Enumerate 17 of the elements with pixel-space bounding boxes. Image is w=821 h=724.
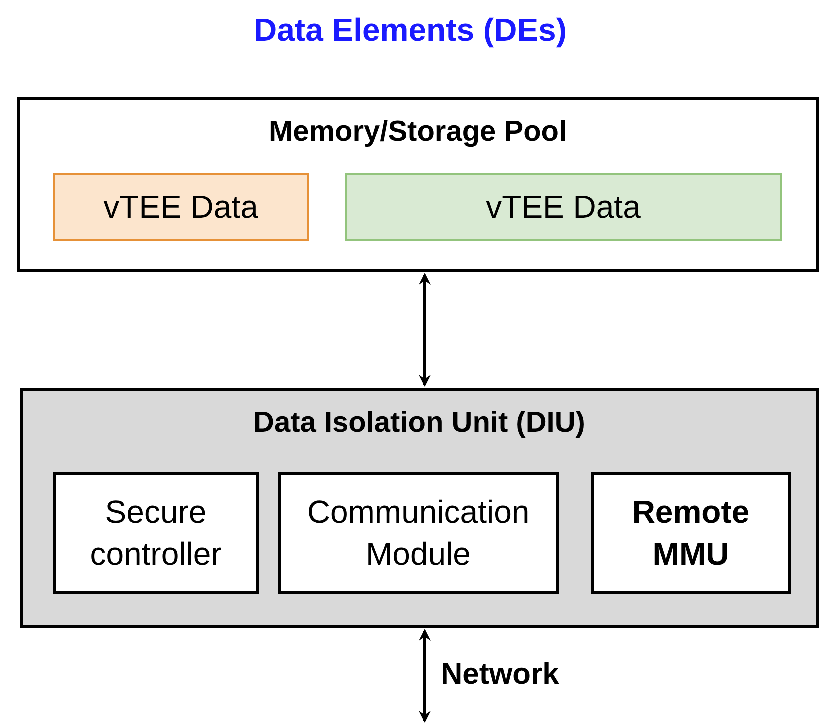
box-text: vTEE Data xyxy=(102,188,260,227)
data-box xyxy=(53,173,309,241)
double-arrow xyxy=(419,273,431,387)
box-heading: Data Isolation Unit (DIU) xyxy=(254,406,586,441)
memory-pool-box xyxy=(17,97,819,272)
box-heading: Memory/Storage Pool xyxy=(268,115,568,150)
box-text: vTEE Data xyxy=(485,188,642,227)
module-box xyxy=(591,472,791,594)
module-box xyxy=(53,472,259,594)
isolation-unit-box xyxy=(20,388,819,628)
box-text: Remote MMU xyxy=(631,493,751,574)
diagram-title: Data Elements (DEs) xyxy=(254,11,567,50)
box-text: Secure controller xyxy=(89,493,223,574)
box-text: Communication Module xyxy=(306,493,531,574)
double-arrow xyxy=(419,629,431,723)
data-box xyxy=(345,173,782,241)
module-box xyxy=(278,472,559,594)
